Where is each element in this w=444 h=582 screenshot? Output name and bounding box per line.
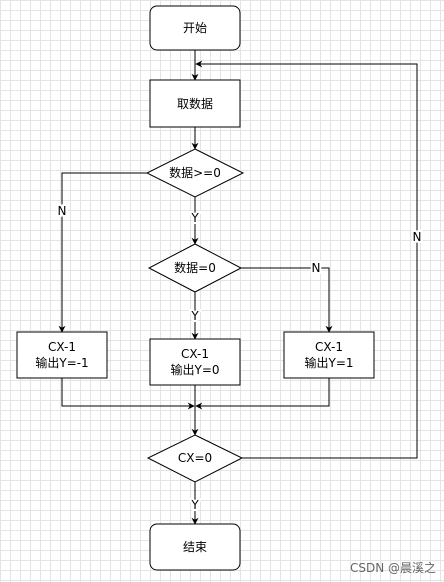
- decision-data-eq-0: 数据=0: [147, 243, 243, 293]
- node-fetch-data-label: 取数据: [177, 96, 213, 111]
- edge-label-eq0-no: N: [312, 261, 321, 275]
- edge-neg-to-merge: [61, 378, 195, 410]
- process-output-positive-line1: CX-1: [315, 340, 343, 354]
- process-output-negative-line1: CX-1: [48, 340, 76, 354]
- csdn-watermark: CSDN @晨溪之: [349, 561, 436, 575]
- node-fetch-data: 取数据: [149, 79, 241, 128]
- process-output-negative-line2: 输出Y=-1: [35, 355, 88, 370]
- edge-cond-cx0-no-loop: [195, 60, 418, 459]
- process-output-negative: CX-1 输出Y=-1: [16, 331, 108, 379]
- process-output-positive-line2: 输出Y=1: [304, 355, 353, 370]
- decision-data-ge-0: 数据>=0: [145, 148, 245, 198]
- edge-label-ge0-yes: Y: [190, 211, 199, 225]
- node-end-label: 结束: [183, 540, 207, 554]
- edge-cond-ge0-no: [58, 172, 147, 333]
- edge-label-cx0-yes: Y: [190, 498, 199, 512]
- process-output-zero-line2: 输出Y=0: [170, 362, 219, 377]
- decision-cx-eq-0: CX=0: [146, 434, 244, 483]
- node-start-label: 开始: [183, 21, 207, 35]
- node-start: 开始: [149, 5, 241, 51]
- process-output-zero-line1: CX-1: [181, 347, 209, 361]
- process-output-zero: CX-1 输出Y=0: [149, 338, 241, 386]
- node-end: 结束: [149, 523, 241, 571]
- edge-label-ge0-no: N: [58, 204, 67, 218]
- decision-cx-eq-0-label: CX=0: [178, 451, 212, 465]
- process-output-positive: CX-1 输出Y=1: [283, 331, 375, 379]
- edge-label-cx0-no: N: [413, 230, 422, 244]
- edge-label-eq0-yes: Y: [190, 309, 199, 323]
- decision-data-ge-0-label: 数据>=0: [169, 165, 221, 180]
- edge-cond-eq0-no: [241, 267, 333, 333]
- edge-pos-to-merge: [195, 378, 330, 410]
- decision-data-eq-0-label: 数据=0: [174, 260, 216, 275]
